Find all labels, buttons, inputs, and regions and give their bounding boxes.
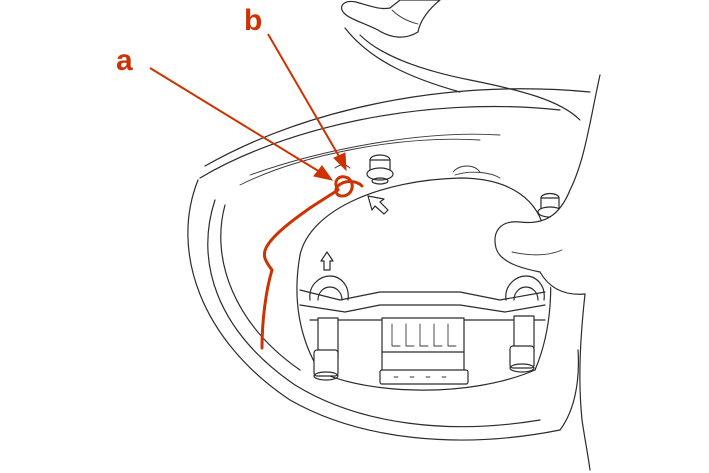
red-wire: [260, 175, 364, 350]
callout-label-b: b: [244, 4, 262, 37]
callout-label-a: a: [116, 44, 133, 77]
chamber-notches: [334, 164, 481, 173]
hand-upper: [341, 0, 581, 121]
alignment-pin-top: [366, 154, 394, 185]
leader-line-a: [149, 67, 334, 181]
leader-line-b: [267, 33, 347, 172]
electrical-connector: [379, 317, 469, 385]
right-bolt: [505, 275, 545, 373]
hand-right: [494, 74, 709, 471]
left-bolt: [309, 275, 349, 381]
arrow-up-icon: [320, 251, 334, 271]
alignment-arrow-icon: [367, 195, 389, 215]
housing-outline: [187, 88, 591, 441]
